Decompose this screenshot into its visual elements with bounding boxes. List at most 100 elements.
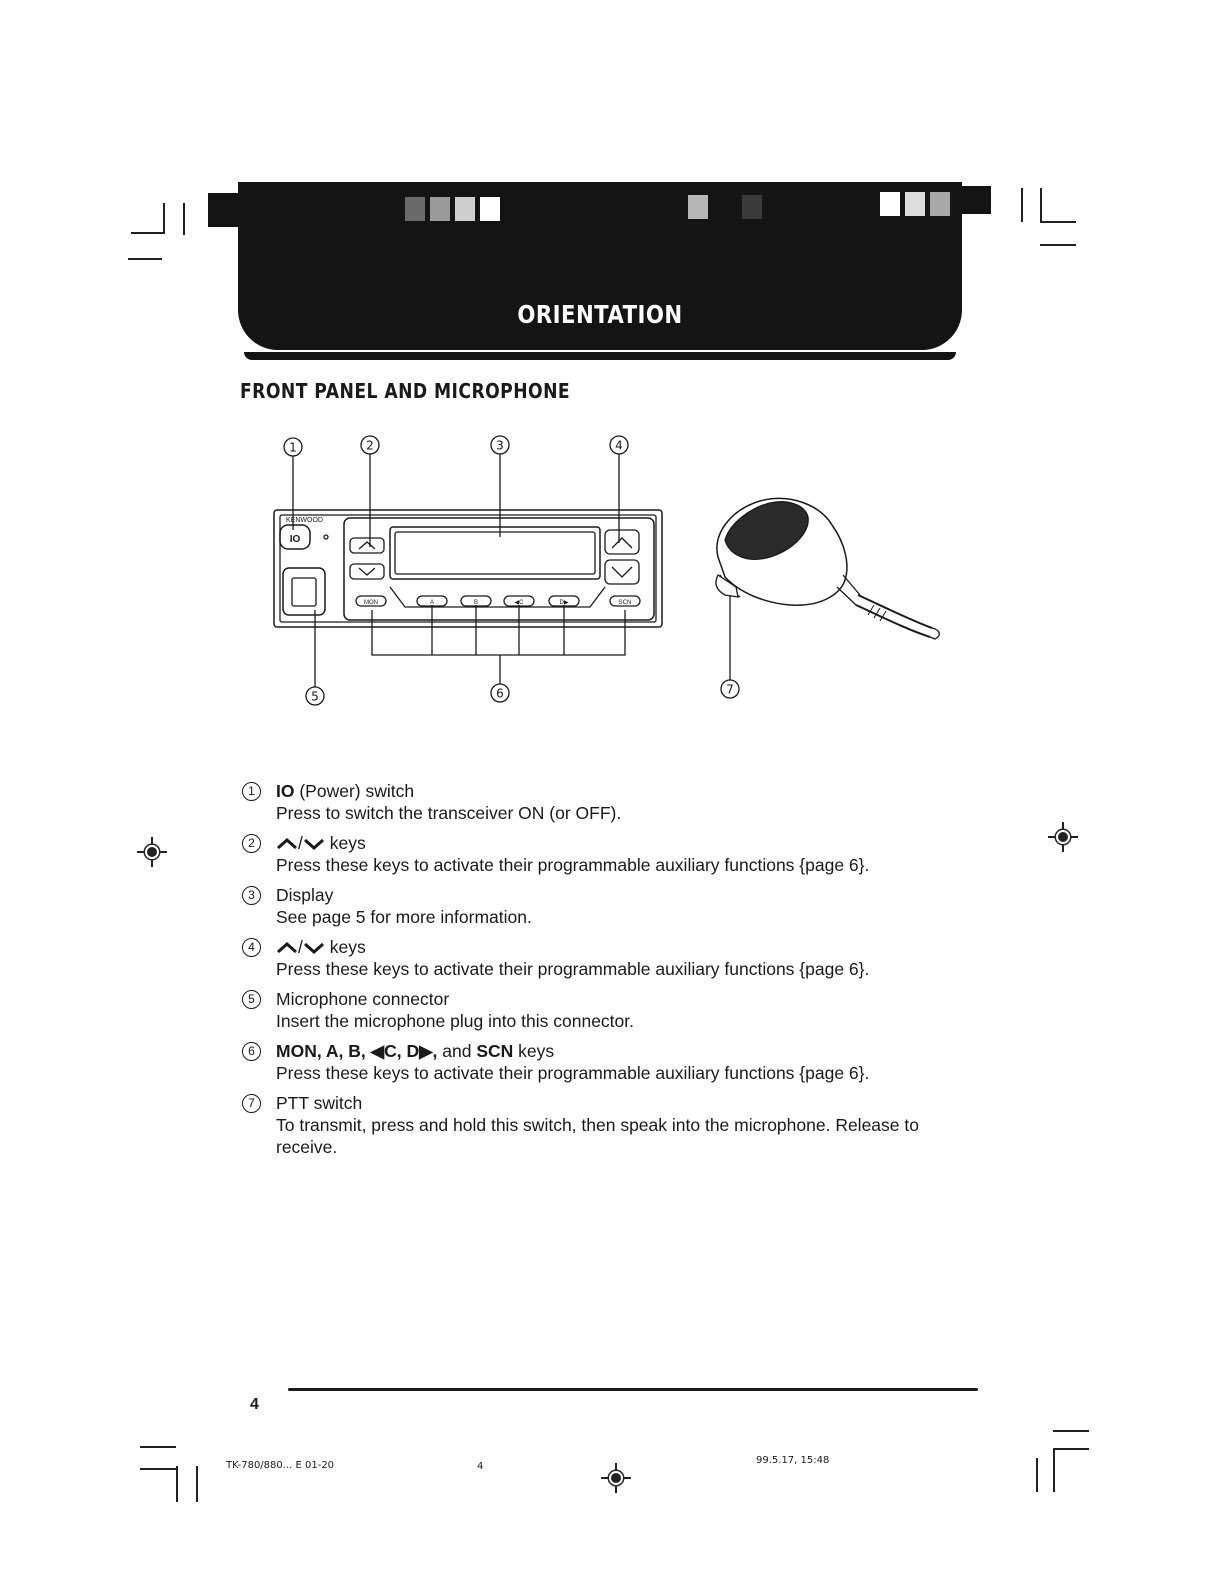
color-bar-square	[688, 195, 708, 219]
key-c: ◀C	[503, 595, 535, 607]
item-description: Insert the microphone plug into this con…	[276, 1011, 634, 1031]
item-number: 7	[242, 1094, 261, 1113]
crop-mark	[131, 232, 165, 234]
item-description: Press these keys to activate their progr…	[276, 959, 870, 979]
crop-mark	[163, 203, 165, 233]
svg-text:D▶: D▶	[560, 600, 569, 606]
item-heading: Display	[276, 885, 334, 905]
crop-mark	[128, 258, 162, 260]
item-description: Press these keys to activate their progr…	[276, 855, 870, 875]
key-b: B	[460, 595, 492, 607]
crop-mark	[1053, 1430, 1089, 1432]
footer-left: TK-780/880... E 01-20	[226, 1460, 335, 1471]
list-item: 3 Display See page 5 for more informatio…	[242, 884, 942, 928]
key-a: A	[416, 595, 448, 607]
svg-text:A: A	[430, 600, 434, 606]
color-bar-square	[480, 197, 500, 221]
item-heading: PTT switch	[276, 1093, 363, 1113]
color-bar-square	[905, 192, 925, 216]
registration-mark	[601, 1463, 631, 1493]
crop-mark	[140, 1446, 176, 1448]
color-bar-square	[405, 197, 425, 221]
page-number: 4	[250, 1396, 259, 1413]
footer-rule	[288, 1388, 978, 1391]
svg-text:6: 6	[496, 687, 504, 701]
header-banner	[238, 182, 962, 350]
crop-mark	[140, 1468, 176, 1470]
item-heading: MON, A, B, ◀C, D▶, and SCN keys	[276, 1041, 555, 1061]
list-item: 4 / keys Press these keys to activate th…	[242, 936, 942, 980]
page-title: ORIENTATION	[517, 300, 683, 329]
key-d: D▶	[548, 595, 580, 607]
svg-text:◀C: ◀C	[515, 600, 525, 606]
section-heading: FRONT PANEL AND MICROPHONE	[240, 379, 571, 403]
color-bar-square	[430, 197, 450, 221]
callout-3: 3	[490, 435, 510, 455]
item-heading: / keys	[276, 832, 942, 854]
svg-text:B: B	[474, 600, 478, 606]
item-number: 2	[242, 834, 261, 853]
callout-4: 4	[609, 435, 629, 455]
footer-center: 4	[477, 1461, 484, 1472]
power-key	[279, 524, 311, 550]
crop-mark	[1053, 1448, 1089, 1450]
footer-right: 99.5.17, 15:48	[756, 1455, 830, 1466]
key-scn: SCN	[609, 595, 641, 607]
item-number: 6	[242, 1042, 261, 1061]
color-bar-square	[455, 197, 475, 221]
left-up-key	[349, 537, 385, 554]
svg-text:7: 7	[726, 683, 734, 697]
right-up-key	[604, 529, 640, 555]
item-description: See page 5 for more information.	[276, 907, 532, 927]
callout-6: 6	[490, 683, 510, 703]
ptt-switch	[715, 574, 739, 598]
svg-text:SCN: SCN	[619, 600, 632, 606]
crop-mark	[176, 1466, 178, 1502]
list-item: 6 MON, A, B, ◀C, D▶, and SCN keys Press …	[242, 1040, 942, 1084]
svg-text:2: 2	[366, 439, 374, 453]
microphone	[715, 497, 940, 640]
right-down-key	[604, 559, 640, 585]
mic-connector	[282, 567, 326, 616]
crop-mark	[183, 203, 185, 235]
color-bar-square	[930, 192, 950, 216]
svg-text:MON: MON	[364, 600, 378, 606]
color-bar-square	[880, 192, 900, 216]
svg-text:5: 5	[311, 690, 319, 704]
svg-text:1: 1	[289, 441, 297, 455]
item-heading: IO (Power) switch	[276, 781, 415, 801]
svg-text:KENWOOD: KENWOOD	[286, 517, 323, 524]
down-arrow-icon	[303, 943, 324, 955]
crop-mark	[1040, 188, 1042, 222]
crop-mark	[1021, 188, 1023, 222]
banner-underline	[244, 352, 956, 360]
svg-text:4: 4	[615, 439, 623, 453]
item-description: Press these keys to activate their progr…	[276, 1063, 870, 1083]
component-list: 1 IO (Power) switch Press to switch the …	[242, 780, 942, 1166]
callout-2: 2	[360, 435, 380, 455]
list-item: 5 Microphone connector Insert the microp…	[242, 988, 942, 1032]
item-number: 4	[242, 938, 261, 957]
front-panel-illustration: 1 2 3 4 5 6 7 KENWOOD IO	[260, 425, 960, 715]
item-heading: / keys	[276, 936, 942, 958]
registration-mark	[1048, 822, 1078, 852]
svg-text:3: 3	[496, 439, 504, 453]
crop-mark	[1053, 1448, 1055, 1492]
callout-1: 1	[283, 437, 303, 457]
key-mon: MON	[355, 595, 387, 607]
callout-5: 5	[305, 686, 325, 706]
item-number: 1	[242, 782, 261, 801]
crop-mark	[1036, 1458, 1038, 1492]
svg-text:IO: IO	[290, 534, 301, 545]
crop-mark	[196, 1466, 198, 1502]
up-arrow-icon	[277, 838, 297, 850]
up-arrow-icon	[277, 942, 297, 954]
list-item: 7 PTT switch To transmit, press and hold…	[242, 1092, 942, 1158]
down-arrow-icon	[303, 839, 324, 851]
item-number: 5	[242, 990, 261, 1009]
item-description: Press to switch the transceiver ON (or O…	[276, 803, 622, 823]
left-down-key	[349, 563, 385, 580]
crop-mark	[1040, 221, 1076, 223]
item-number: 3	[242, 886, 261, 905]
list-item: 2 / keys Press these keys to activate th…	[242, 832, 942, 876]
